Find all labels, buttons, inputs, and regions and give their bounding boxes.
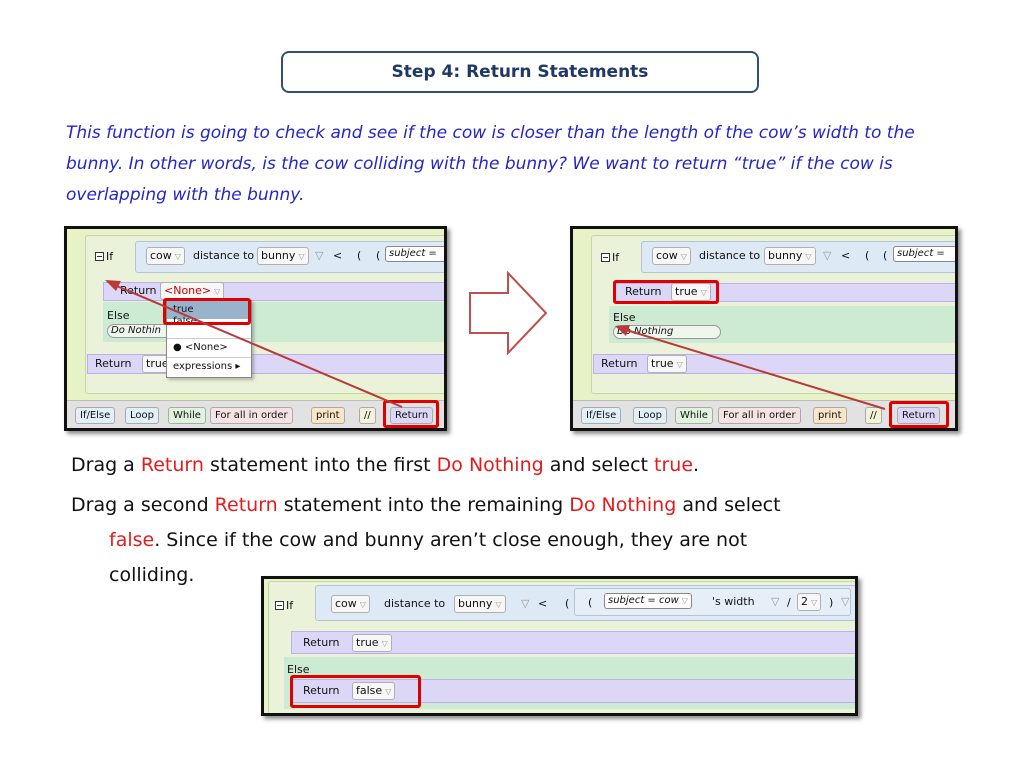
toolbar-if-else[interactable]: If/Else [581, 407, 622, 424]
close-paren-label: ) [829, 596, 834, 609]
toolbar-return[interactable]: Return [390, 407, 434, 424]
instruction-2-line-2: false. Since if the cow and bunny aren’t… [109, 529, 748, 551]
dropdown-icon[interactable]: ▽ [521, 597, 530, 610]
menu-item-none[interactable]: ● <None> [167, 338, 251, 357]
paren-label: ( [565, 597, 570, 610]
return-label-false: Return [303, 684, 340, 697]
bunny-chip[interactable]: bunny▽ [454, 595, 506, 613]
do-nothing-slot[interactable]: Do Nothing [613, 325, 721, 339]
return-label: Return [303, 636, 340, 649]
instruction-2: Drag a second Return statement into the … [71, 494, 781, 516]
return-label-2: Return [95, 357, 132, 370]
screenshot-after: If cow▽ distance to bunny▽ ▽ < ( ( subje… [570, 226, 958, 431]
collapse-icon[interactable] [601, 253, 610, 262]
dropdown-icon[interactable]: ▽ [823, 249, 832, 262]
paren-label-2: ( [376, 249, 381, 262]
screenshot-before: If cow▽ distance to bunny▽ ▽ < ( ( subje… [64, 226, 447, 431]
toolbar-print[interactable]: print [813, 407, 847, 424]
cow-chip[interactable]: cow▽ [331, 595, 370, 613]
subject-chip[interactable]: subject = cow▽ [604, 593, 692, 609]
distance-to-label: distance to [384, 597, 446, 610]
return-label: Return [120, 284, 157, 297]
less-than-label: < [841, 249, 851, 262]
if-label: If [286, 599, 294, 612]
intro-text: This function is going to check and see … [66, 123, 915, 205]
toolbar-while[interactable]: While [675, 407, 713, 424]
highlight-return-tile [889, 401, 949, 428]
toolbar-print[interactable]: print [311, 407, 345, 424]
dropdown-icon[interactable]: ▽ [315, 249, 324, 262]
distance-to-label: distance to [193, 249, 255, 262]
toolbar-for-all[interactable]: For all in order [210, 407, 293, 424]
bunny-chip[interactable]: bunny▽ [257, 247, 309, 265]
less-than-label: < [333, 249, 343, 262]
highlight-return-true [613, 280, 719, 304]
cow-chip[interactable]: cow▽ [652, 247, 691, 265]
divide-label: / [787, 596, 791, 609]
true-chip-2[interactable]: true▽ [647, 355, 687, 373]
width-label: 's width [712, 595, 755, 608]
highlight-return-false [290, 675, 421, 708]
toolbar-if-else[interactable]: If/Else [75, 407, 116, 424]
else-label: Else [287, 663, 310, 676]
cow-chip[interactable]: cow▽ [146, 247, 185, 265]
dropdown-icon-3[interactable]: ▽ [841, 595, 850, 608]
two-chip[interactable]: 2▽ [797, 593, 822, 611]
return-true-row[interactable] [291, 631, 855, 654]
dropdown-icon-2[interactable]: ▽ [771, 595, 780, 608]
distance-to-label: distance to [699, 249, 761, 262]
step-title: Step 4: Return Statements [391, 62, 649, 82]
paren-label-2: ( [588, 596, 593, 609]
subject-chip[interactable]: subject = [893, 246, 955, 262]
paren-label: ( [357, 249, 362, 262]
less-than-label: < [538, 597, 548, 610]
subject-chip[interactable]: subject = [385, 246, 444, 262]
right-arrow-icon [469, 271, 548, 355]
step-title-box: Step 4: Return Statements [281, 51, 759, 93]
else-label: Else [107, 309, 130, 322]
return-label: Return [625, 285, 662, 298]
highlight-true-option [163, 298, 251, 325]
collapse-icon[interactable] [275, 601, 284, 610]
instruction-2-line-3: colliding. [109, 564, 195, 586]
bunny-chip[interactable]: bunny▽ [764, 247, 816, 265]
return-label-2: Return [601, 357, 638, 370]
toolbar-comment[interactable]: // [865, 407, 882, 424]
collapse-icon[interactable] [95, 252, 104, 261]
toolbar-for-all[interactable]: For all in order [718, 407, 801, 424]
instruction-1: Drag a Return statement into the first D… [71, 454, 700, 476]
highlight-return-tile [383, 400, 439, 428]
return-statement-row-2[interactable] [87, 354, 444, 374]
toolbar-comment[interactable]: // [359, 407, 376, 424]
menu-item-expressions[interactable]: expressions ▸ [167, 357, 251, 376]
false-chip[interactable]: false▽ [352, 682, 396, 700]
true-chip[interactable]: true▽ [352, 634, 392, 652]
if-label: If [106, 250, 114, 263]
toolbar-loop[interactable]: Loop [633, 407, 667, 424]
if-label: If [612, 251, 620, 264]
else-label: Else [613, 311, 636, 324]
toolbar-while[interactable]: While [168, 407, 206, 424]
paren-label-2: ( [883, 249, 888, 262]
toolbar-return[interactable]: Return [897, 407, 941, 424]
screenshot-final: If cow▽ distance to bunny▽ ▽ < ( ( subje… [261, 576, 858, 716]
toolbar-loop[interactable]: Loop [125, 407, 159, 424]
paren-label: ( [865, 249, 870, 262]
true-chip[interactable]: true▽ [671, 283, 711, 301]
